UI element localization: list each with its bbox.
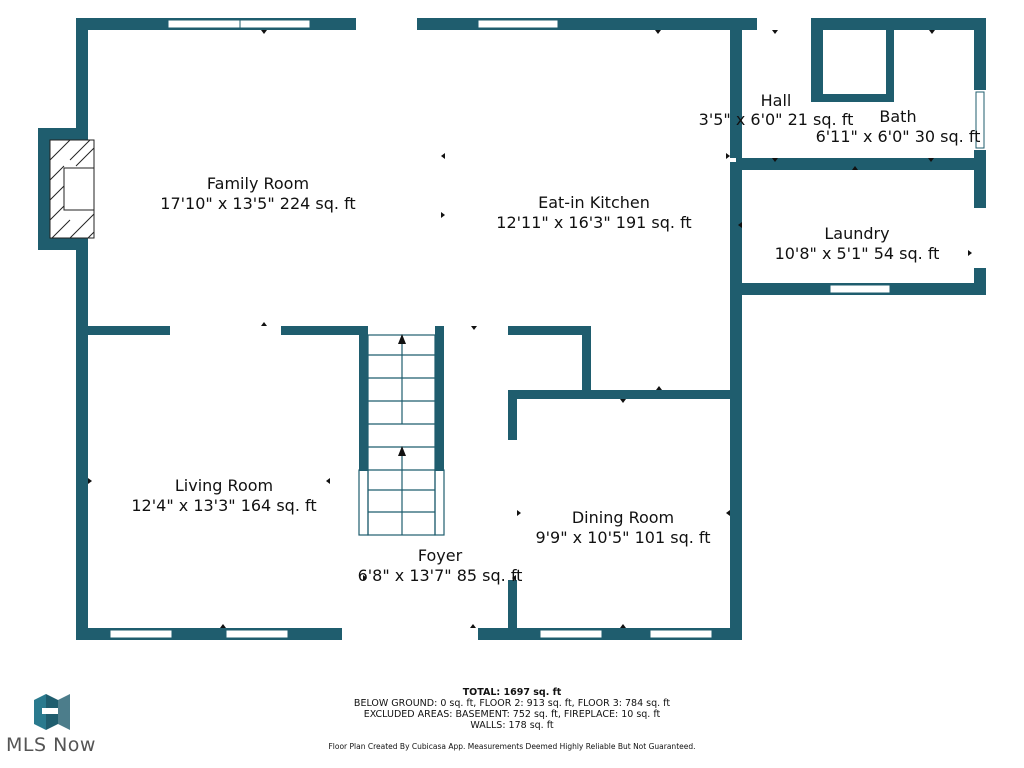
room-label-bath: Bath 6'11" x 6'0" 30 sq. ft (816, 107, 981, 146)
summary-floors: BELOW GROUND: 0 sq. ft, FLOOR 2: 913 sq.… (353, 698, 671, 709)
windows (109, 19, 985, 639)
room-dims: 6'11" x 6'0" 30 sq. ft (816, 127, 981, 146)
room-dims: 12'11" x 16'3" 191 sq. ft (496, 213, 691, 232)
room-label-family-room: Family Room 17'10" x 13'5" 224 sq. ft (160, 174, 355, 213)
room-name: Bath (879, 107, 916, 126)
room-dims: 17'10" x 13'5" 224 sq. ft (160, 194, 355, 213)
room-dims: 9'9" x 10'5" 101 sq. ft (535, 528, 710, 547)
dimension-ticks (88, 30, 972, 628)
staircase (358, 334, 445, 536)
room-dims: 12'4" x 13'3" 164 sq. ft (131, 496, 316, 515)
mls-now-logo-icon (34, 694, 70, 730)
mls-now-logo-text: MLS Now (6, 734, 96, 756)
room-name: Hall (761, 91, 792, 110)
room-name: Foyer (418, 546, 463, 565)
room-label-hall: Hall 3'5" x 6'0" 21 sq. ft (699, 91, 854, 129)
summary-walls: WALLS: 178 sq. ft (470, 720, 554, 731)
room-label-eat-in-kitchen: Eat-in Kitchen 12'11" x 16'3" 191 sq. ft (496, 193, 691, 232)
room-label-laundry: Laundry 10'8" x 5'1" 54 sq. ft (775, 224, 940, 263)
room-name: Laundry (824, 224, 889, 243)
room-label-living-room: Living Room 12'4" x 13'3" 164 sq. ft (131, 476, 316, 515)
summary-total: TOTAL: 1697 sq. ft (462, 687, 562, 698)
room-name: Living Room (175, 476, 273, 495)
room-label-foyer: Foyer 6'8" x 13'7" 85 sq. ft (358, 546, 523, 585)
room-name: Eat-in Kitchen (538, 193, 650, 212)
fireplace (49, 139, 95, 239)
floor-plan: Family Room 17'10" x 13'5" 224 sq. ft Ea… (38, 18, 986, 640)
room-name: Family Room (207, 174, 309, 193)
summary-excluded: EXCLUDED AREAS: BASEMENT: 752 sq. ft, FI… (363, 709, 661, 720)
room-dims: 6'8" x 13'7" 85 sq. ft (358, 566, 523, 585)
area-summary: TOTAL: 1697 sq. ft BELOW GROUND: 0 sq. f… (0, 687, 1024, 731)
room-label-dining-room: Dining Room 9'9" x 10'5" 101 sq. ft (535, 508, 710, 547)
room-dims: 3'5" x 6'0" 21 sq. ft (699, 110, 854, 129)
room-dims: 10'8" x 5'1" 54 sq. ft (775, 244, 940, 263)
credit-note: Floor Plan Created By Cubicasa App. Meas… (328, 742, 696, 751)
room-name: Dining Room (572, 508, 674, 527)
